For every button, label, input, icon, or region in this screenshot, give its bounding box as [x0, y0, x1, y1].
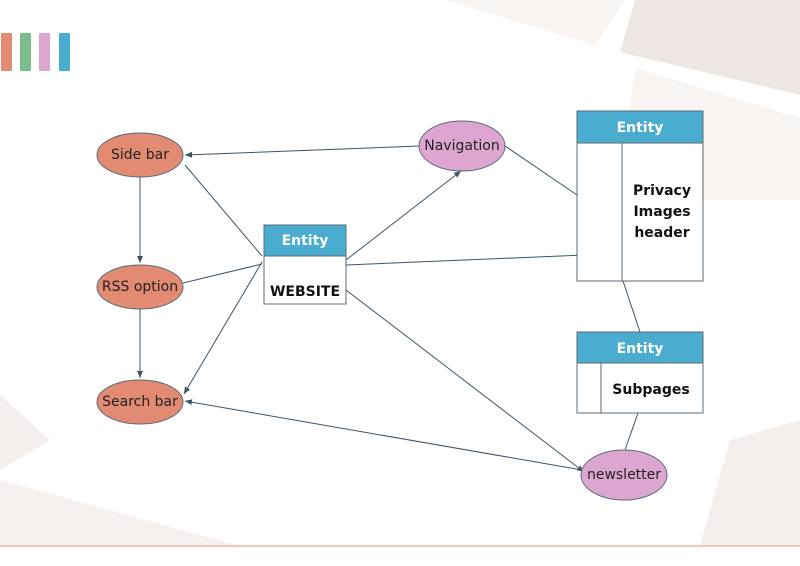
edge-subpages-newsletter — [624, 412, 639, 451]
entity-field: header — [634, 225, 689, 241]
node-label: Navigation — [424, 138, 500, 154]
entity-privacy[interactable]: Entity Privacy Images header — [576, 110, 704, 282]
edge-website-search — [183, 261, 263, 395]
entity-field: Images — [633, 204, 690, 220]
logo-bar-green — [20, 33, 31, 71]
logo-bar-pink — [39, 33, 50, 71]
edge-website-privacy — [345, 254, 585, 266]
node-label: Side bar — [111, 147, 169, 163]
node-label: newsletter — [587, 467, 661, 483]
node-search-bar[interactable]: Search bar — [96, 379, 184, 425]
entity-header: Entity — [282, 233, 329, 249]
edge-newsletter-search — [184, 399, 583, 471]
edge-rss-website — [182, 263, 263, 284]
background-decoration — [0, 0, 800, 547]
edge-website-newsletter — [345, 289, 585, 473]
entity-field: Privacy — [633, 183, 691, 199]
node-newsletter[interactable]: newsletter — [580, 449, 668, 501]
edge-privacy-subpages — [622, 280, 641, 333]
entity-body: WEBSITE — [270, 284, 340, 300]
edge-navigation-sidebar — [184, 145, 421, 158]
entity-body: Subpages — [612, 382, 689, 398]
edge-navigation-privacy — [504, 145, 578, 196]
node-side-bar[interactable]: Side bar — [96, 132, 184, 178]
logo-bars — [1, 33, 70, 71]
logo-bar-orange — [1, 33, 12, 71]
edge-website-navigation — [345, 170, 462, 261]
node-navigation[interactable]: Navigation — [418, 120, 506, 172]
node-label: Search bar — [102, 394, 178, 410]
entity-header: Entity — [617, 341, 664, 357]
entity-header: Entity — [617, 120, 664, 136]
node-rss-option[interactable]: RSS option — [96, 264, 184, 310]
node-label: RSS option — [102, 279, 178, 295]
connectors — [137, 145, 641, 473]
entity-subpages[interactable]: Entity Subpages — [576, 331, 704, 414]
entity-website[interactable]: Entity WEBSITE — [263, 224, 347, 305]
edge-website-sidebar — [184, 164, 263, 257]
logo-bar-blue — [59, 33, 70, 71]
